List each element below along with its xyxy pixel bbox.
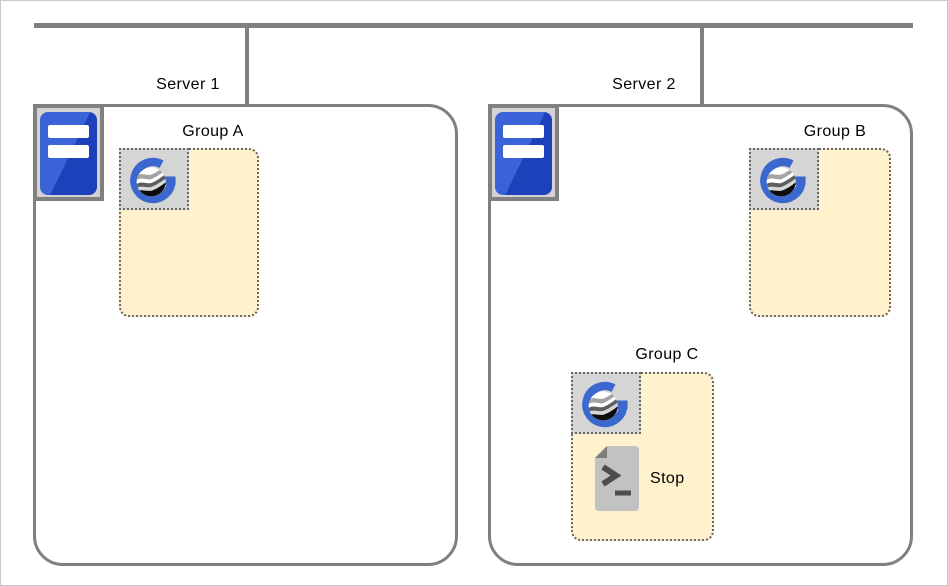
server-icon[interactable]: [488, 104, 559, 201]
stop-item-label: Stop: [650, 470, 685, 487]
g-logo-icon[interactable]: [749, 148, 819, 210]
server-icon[interactable]: [33, 104, 104, 201]
server-1-label: Server 1: [156, 76, 220, 93]
server-2-label: Server 2: [612, 76, 676, 93]
network-bus-line[interactable]: [34, 23, 913, 28]
group-c-label: Group C: [635, 346, 699, 363]
g-logo-icon[interactable]: [571, 372, 641, 434]
g-logo-icon[interactable]: [119, 148, 189, 210]
server-1-drop-line[interactable]: [245, 25, 249, 104]
group-b-label: Group B: [803, 123, 867, 140]
server-2-drop-line[interactable]: [700, 25, 704, 104]
group-a-label: Group A: [182, 123, 244, 140]
script-icon[interactable]: [595, 446, 639, 511]
